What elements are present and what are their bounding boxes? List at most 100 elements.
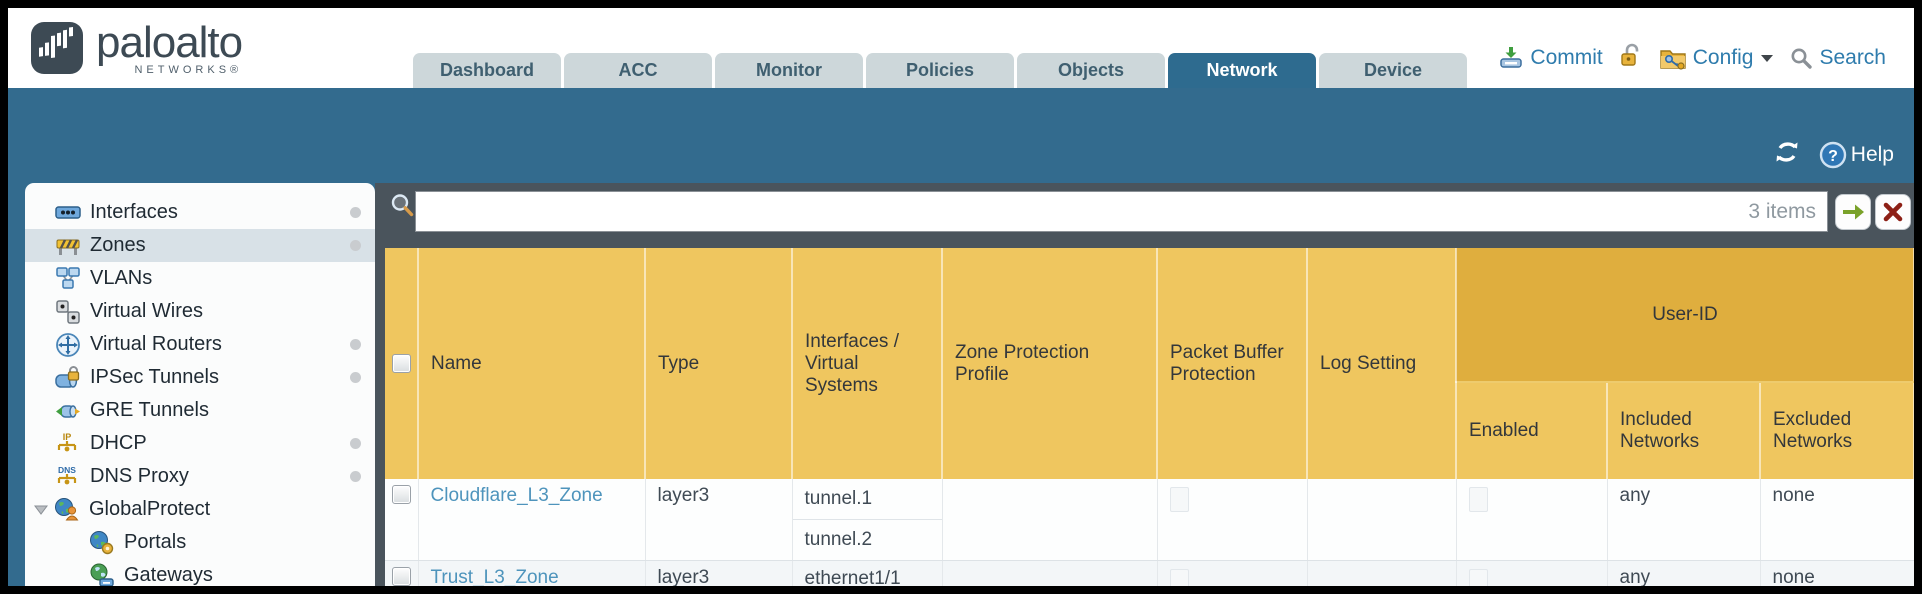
tab-acc[interactable]: ACC [564, 53, 712, 88]
tab-monitor[interactable]: Monitor [715, 53, 863, 88]
log-setting-cell [1307, 560, 1457, 586]
select-all-header [385, 248, 419, 479]
col-header-zone-protection[interactable]: Zone Protection Profile [942, 248, 1158, 479]
refresh-button[interactable] [1773, 139, 1801, 171]
col-header-enabled[interactable]: Enabled [1456, 382, 1608, 479]
sidebar-item-portals[interactable]: Portals [25, 526, 375, 559]
sidebar-item-label: Gateways [124, 564, 213, 586]
config-menu[interactable]: Config [1659, 45, 1774, 71]
sidebar-item-gateways[interactable]: Gateways [25, 559, 375, 586]
sidebar-item-zones[interactable]: Zones [25, 229, 375, 262]
col-header-log-setting[interactable]: Log Setting [1307, 248, 1457, 479]
tab-objects[interactable]: Objects [1017, 53, 1165, 88]
sidebar-item-ipsec-tunnels[interactable]: IPSec Tunnels [25, 361, 375, 394]
sidebar-item-virtual-wires[interactable]: Virtual Wires [25, 295, 375, 328]
sidebar-item-interfaces[interactable]: Interfaces [25, 196, 375, 229]
search-icon [1791, 48, 1813, 69]
packet-buffer-checkbox[interactable] [1169, 569, 1189, 586]
col-group-user-id: User-ID [1456, 248, 1914, 383]
zones-table: Name Type Interfaces / Virtual Systems Z… [385, 248, 1914, 586]
sidebar-item-label: Zones [90, 234, 146, 256]
help-icon: ? [1819, 141, 1846, 169]
commit-label: Commit [1530, 46, 1603, 69]
expander-triangle-icon[interactable] [33, 502, 49, 518]
interface-entry: tunnel.1 [804, 488, 873, 509]
sidebar-item-label: DHCP [90, 432, 147, 454]
col-header-packet-buffer[interactable]: Packet Buffer Protection [1157, 248, 1308, 479]
col-header-excluded-networks[interactable]: Excluded Networks [1760, 382, 1914, 479]
packet-buffer-checkbox[interactable] [1169, 487, 1189, 512]
tab-device[interactable]: Device [1319, 53, 1467, 88]
vlans-icon [56, 266, 80, 289]
unlock-button[interactable] [1619, 42, 1643, 74]
sidebar-item-label: IPSec Tunnels [90, 366, 219, 388]
teal-band: ? Help [8, 88, 1914, 183]
tab-dashboard[interactable]: Dashboard [413, 53, 561, 88]
main-panel: 3 items [385, 183, 1914, 586]
gre-tunnels-icon [56, 404, 80, 418]
clear-filter-button[interactable] [1875, 194, 1911, 230]
interfaces-cell: tunnel.1 tunnel.2 [792, 479, 943, 561]
user-id-enabled-checkbox[interactable] [1468, 569, 1488, 586]
select-all-checkbox[interactable] [391, 353, 411, 373]
user-id-enabled-checkbox[interactable] [1468, 487, 1488, 512]
brand-subname: NETWORKS® [134, 64, 243, 76]
sidebar-item-label: Portals [124, 531, 187, 553]
help-label: Help [1850, 143, 1894, 166]
tab-policies[interactable]: Policies [866, 53, 1014, 88]
virtual-wires-icon [56, 299, 80, 324]
col-header-name[interactable]: Name [418, 248, 646, 479]
apply-filter-button[interactable] [1835, 194, 1871, 230]
status-dot [350, 471, 361, 482]
svg-text:IP: IP [63, 432, 72, 442]
sidebar-item-virtual-routers[interactable]: Virtual Routers [25, 328, 375, 361]
zones-icon [56, 238, 80, 255]
col-header-interfaces[interactable]: Interfaces / Virtual Systems [792, 248, 943, 479]
globalprotect-icon [55, 497, 79, 520]
zone-name-link[interactable]: Trust_L3_Zone [430, 567, 559, 586]
sidebar-item-vlans[interactable]: VLANs [25, 262, 375, 295]
sidebar-item-gre-tunnels[interactable]: GRE Tunnels [25, 394, 375, 427]
zone-protection-cell [942, 560, 1158, 586]
config-label: Config [1692, 46, 1754, 69]
sidebar-item-globalprotect[interactable]: GlobalProtect [25, 493, 375, 526]
sidebar-item-dhcp[interactable]: IP DHCP [25, 427, 375, 460]
col-header-included-networks[interactable]: Included Networks [1607, 382, 1761, 479]
search-button[interactable]: Search [1789, 46, 1886, 70]
sidebar-item-label: GRE Tunnels [90, 399, 209, 421]
help-button[interactable]: ? Help [1819, 141, 1894, 169]
status-dot [350, 438, 361, 449]
row-select-checkbox[interactable] [391, 485, 411, 504]
interface-entry: ethernet1/1 [804, 568, 901, 586]
interfaces-cell: ethernet1/1 [792, 560, 943, 586]
zone-name-link[interactable]: Cloudflare_L3_Zone [430, 485, 603, 506]
header-actions: Commit Config [1498, 42, 1886, 74]
sidebar-item-label: GlobalProtect [89, 498, 211, 520]
status-dot [350, 207, 361, 218]
excluded-networks-cell: none [1760, 479, 1914, 561]
left-gutter [8, 183, 25, 586]
included-networks-cell: any [1607, 479, 1761, 561]
dhcp-icon: IP [57, 432, 77, 451]
close-x-icon [1883, 202, 1903, 222]
col-header-type[interactable]: Type [645, 248, 793, 479]
row-select-checkbox[interactable] [391, 567, 411, 586]
status-dot [350, 372, 361, 383]
brand-name: paloalto [96, 18, 243, 67]
sidebar-divider [375, 183, 385, 586]
filter-search-icon [391, 194, 414, 217]
sidebar-item-label: DNS Proxy [90, 465, 189, 487]
filter-input[interactable] [415, 191, 1828, 232]
filter-bar: 3 items [385, 183, 1914, 248]
ipsec-tunnels-icon [55, 365, 80, 388]
included-networks-cell: any [1607, 560, 1761, 586]
commit-button[interactable]: Commit [1498, 45, 1603, 71]
tab-network[interactable]: Network [1168, 53, 1316, 88]
interface-entry: tunnel.2 [792, 519, 941, 560]
